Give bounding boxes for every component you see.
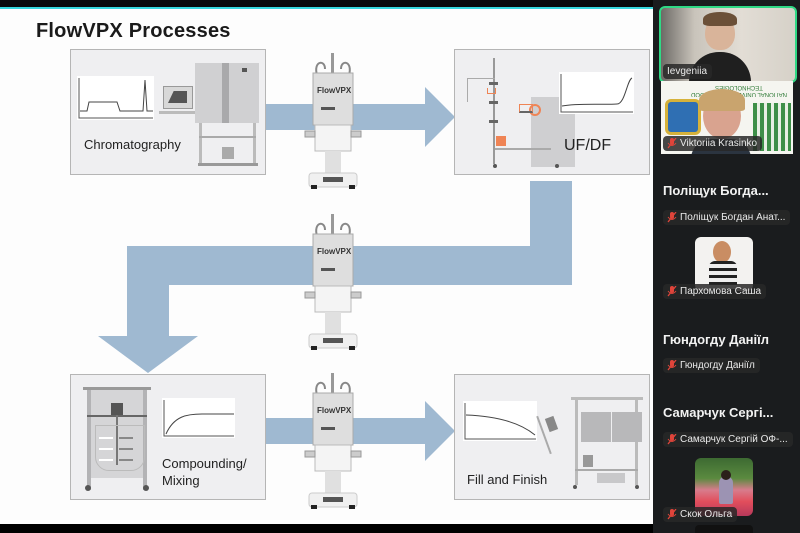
panel-chromatography: Chromatography xyxy=(70,49,266,175)
participant-name-tag: Ievgeniia xyxy=(663,64,713,79)
chromatogram-chart xyxy=(77,76,154,120)
chromatography-monitor-icon xyxy=(163,86,193,109)
participant-tile-skok[interactable] xyxy=(695,458,753,516)
mic-muted-icon xyxy=(667,212,677,223)
participant-name-tag: Пархомова Саша xyxy=(663,284,767,299)
participants-sidebar[interactable]: Ievgeniia NATIONAL UNIVERSITY OF FOOD TE… xyxy=(653,0,800,533)
participant-name-tag[interactable]: Поліщук Богдан Анат... xyxy=(663,210,791,225)
participant-tile-viktoriia[interactable]: NATIONAL UNIVERSITY OF FOOD TECHNOLOGIES… xyxy=(661,81,793,154)
flowvpx-label: FlowVPX xyxy=(317,406,352,415)
chromatography-system-icon xyxy=(195,63,259,123)
participant-name: Поліщук Богдан Анат... xyxy=(680,212,786,223)
participant-name: Ievgeniia xyxy=(667,66,708,77)
flowvpx-label: FlowVPX xyxy=(317,247,352,256)
arrow-top-right xyxy=(265,87,455,147)
ufdf-equipment-icon xyxy=(463,58,575,170)
participant-name-tag[interactable]: Гюндогду Даніїл xyxy=(663,358,760,373)
panel-compounding: Compounding/ Mixing xyxy=(70,374,266,500)
arrow-bottom-right xyxy=(265,401,455,461)
participant-display-name: Гюндогду Даніїл xyxy=(663,332,770,347)
participant-name: Скок Ольга xyxy=(680,509,733,520)
panel-label-ufdf: UF/DF xyxy=(564,137,612,154)
panel-label-compounding-line2: Mixing xyxy=(162,473,200,488)
participant-name: Пархомова Саша xyxy=(680,286,762,297)
fill-finish-machine-icon xyxy=(536,395,647,491)
mixing-vessel-icon xyxy=(83,385,151,491)
participant-name-tag: Скок Ольга xyxy=(663,507,738,522)
mic-muted-icon xyxy=(667,360,677,371)
participant-name-tag: Viktoriia Krasinko xyxy=(663,136,763,151)
flowvpx-device-middle: FlowVPX xyxy=(303,208,363,358)
participant-photo xyxy=(713,241,731,263)
university-emblem xyxy=(665,99,701,135)
top-bar xyxy=(0,0,653,7)
next-tile-partial xyxy=(695,525,753,533)
participant-display-name: Самарчук Сергі... xyxy=(663,405,774,420)
participant-name: Viktoriia Krasinko xyxy=(680,138,758,149)
participant-display-name: Поліщук Богда... xyxy=(663,183,769,198)
participant-name-tag[interactable]: Самарчук Сергій ОФ-... xyxy=(663,432,793,447)
participant-tile-parkhomova[interactable] xyxy=(695,237,753,291)
panel-label-fill-finish: Fill and Finish xyxy=(467,472,548,487)
mic-muted-icon xyxy=(667,138,677,149)
ufdf-chart xyxy=(559,72,634,114)
compounding-chart xyxy=(162,398,235,438)
flowvpx-label: FlowVPX xyxy=(317,86,352,95)
slide-title: FlowVPX Processes xyxy=(36,20,231,42)
participant-name: Гюндогду Даніїл xyxy=(680,360,755,371)
panel-label-chromatography: Chromatography xyxy=(84,137,181,152)
participant-name: Самарчук Сергій ОФ-... xyxy=(680,434,788,445)
shared-slide: FlowVPX Processes Chromatography xyxy=(0,9,653,524)
panel-ufdf: UF/DF xyxy=(454,49,650,175)
share-indicator-line xyxy=(0,7,653,9)
participant-photo xyxy=(719,476,733,504)
panel-fill-finish: Fill and Finish xyxy=(454,374,650,500)
flowvpx-device-bottom: FlowVPX xyxy=(303,367,363,517)
flowvpx-device-top: FlowVPX xyxy=(303,47,363,197)
panel-label-compounding-line1: Compounding/ xyxy=(162,456,247,471)
mic-muted-icon xyxy=(667,434,677,445)
mic-muted-icon xyxy=(667,509,677,520)
participant-tile-ievgeniia[interactable]: Ievgeniia xyxy=(659,6,797,83)
fill-finish-chart xyxy=(463,401,537,441)
mic-muted-icon xyxy=(667,286,677,297)
